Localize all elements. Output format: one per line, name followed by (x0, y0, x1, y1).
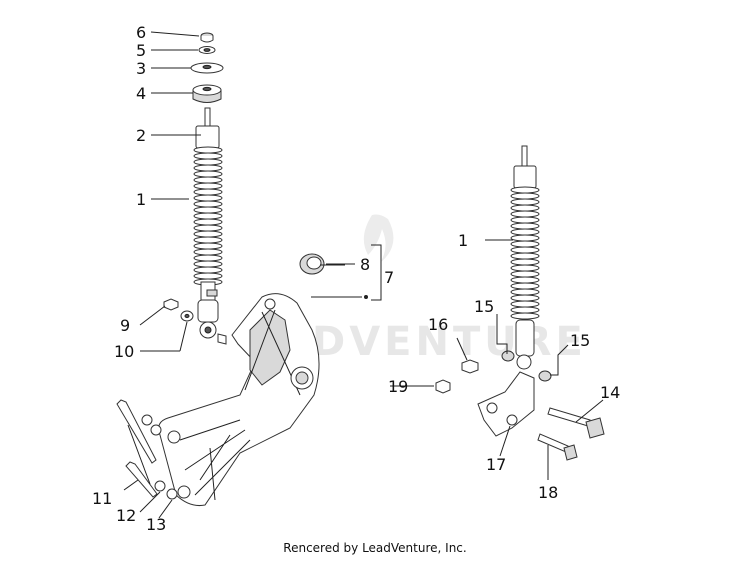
spring-coil (193, 224, 223, 232)
callout-18: 18 (538, 483, 558, 502)
spring-coil (193, 152, 223, 160)
spring-coil (510, 252, 540, 260)
spring-coil (193, 194, 223, 202)
spring-coil (510, 234, 540, 242)
callout-16: 16 (428, 315, 448, 334)
callout-1-left: 1 (136, 190, 146, 209)
callout-10: 10 (114, 342, 134, 361)
part-16-nut (461, 359, 479, 374)
part-11-bolts (116, 399, 158, 498)
part-14-bolt (547, 407, 605, 439)
spring-coil (193, 218, 223, 226)
spring-coil (510, 282, 540, 290)
part-3-washer (190, 62, 224, 74)
spring-coil (510, 300, 540, 308)
spring-coil (510, 186, 540, 194)
footer-credit: Rencered by LeadVenture, Inc. (283, 541, 467, 555)
callout-8: 8 (360, 255, 370, 274)
spring-coil (510, 222, 540, 230)
spring-coil (193, 200, 223, 208)
callout-9: 9 (120, 316, 130, 335)
spring-coil (193, 206, 223, 214)
callout-4: 4 (136, 84, 146, 103)
spring-coil (510, 210, 540, 218)
part-12-13-washers (141, 414, 178, 500)
spring-coil (510, 312, 540, 320)
spring-coil (193, 146, 223, 154)
part-15-bushings (501, 350, 552, 382)
part-5-washer (198, 46, 216, 54)
left-spring-coils (193, 146, 223, 286)
spring-coil (193, 236, 223, 244)
callout-17: 17 (486, 455, 506, 474)
part-18-bolt (537, 433, 578, 461)
shock-mount-bracket (477, 371, 535, 437)
callout-6: 6 (136, 23, 146, 42)
part-19-nut (435, 379, 451, 394)
callout-13: 13 (146, 515, 166, 534)
callout-1-right: 1 (458, 231, 468, 250)
leader-lines (123, 31, 604, 519)
callout-19: 19 (388, 377, 408, 396)
part-10-washer (180, 310, 194, 322)
spring-coil (510, 264, 540, 272)
spring-coil (510, 294, 540, 302)
spring-coil (510, 288, 540, 296)
spring-coil (510, 228, 540, 236)
spring-coil (193, 254, 223, 262)
left-shock-absorber (193, 107, 223, 339)
spring-coil (510, 276, 540, 284)
callout-12: 12 (116, 506, 136, 525)
spring-coil (193, 272, 223, 280)
spring-coil (510, 258, 540, 266)
part-4-bushing (192, 84, 222, 103)
spring-coil (193, 248, 223, 256)
spring-coil (193, 170, 223, 178)
spring-coil (510, 192, 540, 200)
callout-2: 2 (136, 126, 146, 145)
spring-coil (193, 164, 223, 172)
spring-coil (510, 204, 540, 212)
callout-14: 14 (600, 383, 620, 402)
spring-coil (193, 212, 223, 220)
callout-3: 3 (136, 59, 146, 78)
spring-coil (193, 266, 223, 274)
callout-11: 11 (92, 489, 112, 508)
right-spring-coils (510, 186, 540, 320)
callout-7: 7 (384, 268, 394, 287)
watermark-text: DVENTURE (312, 319, 587, 365)
spring-coil (510, 216, 540, 224)
right-shock-absorber (510, 145, 540, 370)
part-9-nut (163, 298, 179, 311)
spring-coil (510, 270, 540, 278)
spring-coil (193, 242, 223, 250)
spring-coil (510, 246, 540, 254)
part-8-bearing (299, 253, 325, 275)
spring-coil (510, 306, 540, 314)
callout-15-left: 15 (474, 297, 494, 316)
callout-5: 5 (136, 41, 146, 60)
spring-coil (193, 176, 223, 184)
callout-15-right: 15 (570, 331, 590, 350)
part-7-swing-arm (158, 293, 320, 506)
spring-coil (193, 182, 223, 190)
spring-coil (193, 230, 223, 238)
leadventure-watermark: DVENTURE (312, 214, 587, 365)
part-6-nut (200, 32, 214, 43)
spring-coil (510, 198, 540, 206)
spring-coil (193, 188, 223, 196)
spring-coil (193, 158, 223, 166)
spring-coil (510, 240, 540, 248)
spring-coil (193, 260, 223, 268)
